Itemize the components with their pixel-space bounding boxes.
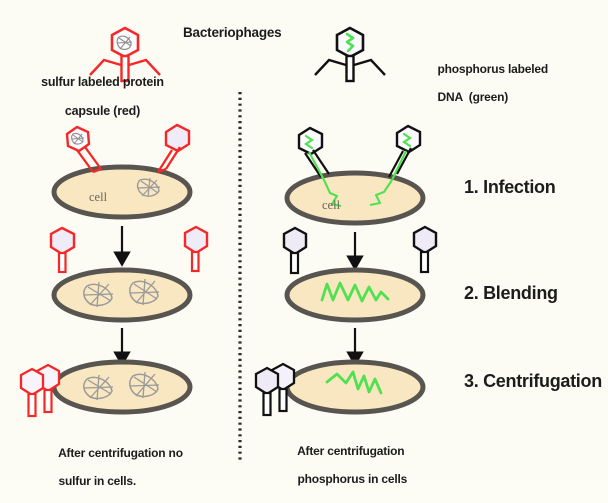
left-phage-attached-2 [157, 123, 191, 174]
right-caption-line1: After centrifugation [297, 444, 405, 459]
right-phage-pellet [254, 362, 296, 417]
left-protein-blob-4 [129, 371, 160, 399]
phosphorus-legend-line2: DNA (green) [437, 90, 509, 105]
right-caption-line2: phosphorus in cells [297, 472, 408, 487]
diagram-canvas: Bacteriophages sulfur labeled protein ca… [19, 25, 603, 489]
right-cell-centrifugation [284, 359, 426, 415]
phosphorus-legend-label: phosphorus labeled DNA (green) [425, 48, 549, 119]
protein-scribble-icon [116, 35, 133, 51]
left-caption-line1: After centrifugation no [58, 446, 183, 461]
right-infection-group [284, 124, 426, 271]
right-panel-caption: After centrifugation phosphorus in cells [285, 430, 407, 501]
legend-phage-green [314, 26, 386, 83]
left-protein-blob-2 [129, 278, 160, 306]
left-free-phage-1 [49, 226, 76, 274]
left-phage-attached-1 [65, 125, 102, 174]
left-cell-centrifugation [51, 359, 193, 415]
sulfur-legend-line2: capsule (red) [64, 104, 141, 119]
right-blending-group [284, 267, 426, 367]
legend-phage-red [89, 26, 161, 83]
dna-squiggle-icon [345, 32, 355, 53]
right-phage-attached-2 [369, 124, 422, 207]
diagram-svg [19, 26, 438, 462]
left-protein-blob-1 [83, 281, 114, 308]
left-cell-infection [51, 164, 193, 220]
left-injected-protein [136, 177, 161, 198]
left-centrifugation-group [19, 359, 193, 418]
phosphorus-legend-line1: phosphorus labeled [437, 62, 549, 77]
step-label-infection: 1. Infection [464, 177, 556, 197]
sulfur-legend-label: sulfur labeled protein capsule (red) [28, 60, 164, 134]
left-panel-caption: After centrifugation no sulfur in cells. [46, 432, 183, 503]
figure-title: Bacteriophages [183, 25, 282, 40]
right-cell-blending [284, 267, 426, 323]
right-cell-label: cell [322, 198, 341, 212]
step-label-blending: 2. Blending [464, 283, 558, 303]
left-phage-pellet [19, 363, 61, 418]
right-phage-attached-1 [297, 126, 342, 208]
left-protein-blob-3 [83, 374, 114, 401]
right-cell-infection [284, 170, 426, 226]
step-label-centrifugation: 3. Centrifugation [464, 371, 602, 391]
left-cell-label: cell [89, 190, 108, 204]
right-dna-in-cell-centrifugation [325, 370, 383, 395]
sulfur-legend-line1: sulfur labeled protein [41, 74, 164, 89]
right-centrifugation-group [254, 359, 426, 417]
right-free-phage-2 [412, 225, 438, 274]
left-free-phage-2 [183, 225, 209, 273]
right-free-phage-1 [282, 226, 308, 275]
left-caption-line2: sulfur in cells. [58, 474, 137, 489]
right-dna-in-cell-blending [320, 281, 390, 303]
left-blending-group [51, 267, 193, 367]
left-infection-group [51, 123, 193, 267]
left-cell-blending [51, 267, 193, 323]
